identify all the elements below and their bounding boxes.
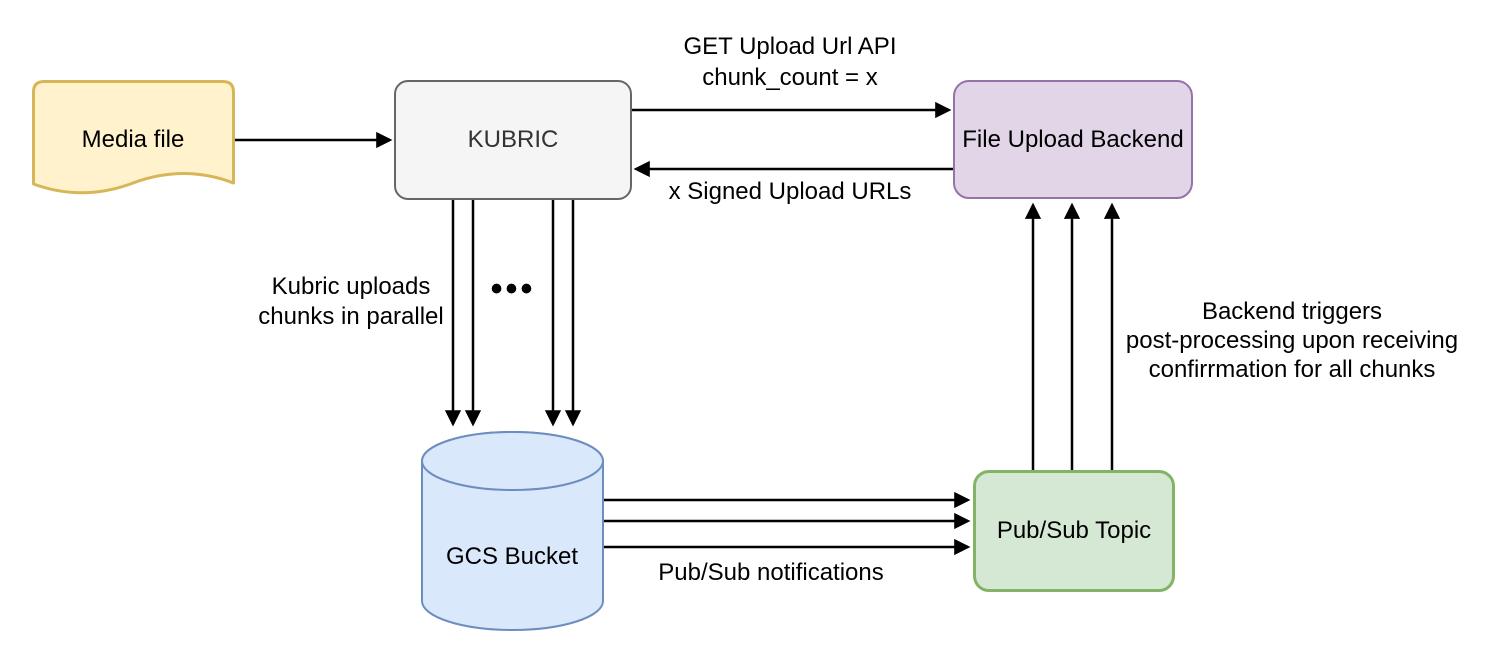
- node-media-file-label: Media file: [81, 126, 185, 153]
- edge-label-line: confirrmation for all chunks: [1148, 356, 1436, 383]
- node-pubsub-topic-label: Pub/Sub Topic: [996, 517, 1152, 544]
- edge-label-line: Pub/Sub notifications: [658, 559, 884, 586]
- edge-label-backend-triggers: Backend triggers post-processing upon re…: [1126, 297, 1458, 384]
- edge-label-line: post-processing upon receiving: [1125, 327, 1459, 354]
- edge-label-signed-upload-urls: x Signed Upload URLs: [669, 177, 912, 207]
- arrows-gcs-to-pubsub: [604, 491, 971, 556]
- edge-label-kubric-uploads: Kubric uploads chunks in parallel: [258, 272, 443, 332]
- edge-label-line: chunks in parallel: [258, 303, 444, 330]
- parallel-chunks-ellipsis: •••: [490, 270, 536, 308]
- gcs-bucket-top-rim: [421, 431, 604, 491]
- node-gcs-bucket-label: GCS Bucket: [445, 543, 579, 570]
- edge-label-pubsub-notifications: Pub/Sub notifications: [658, 558, 883, 588]
- node-kubric: KUBRIC: [394, 80, 632, 200]
- media-file-shape: [32, 80, 235, 195]
- arrows-kubric-to-gcs: [444, 200, 582, 427]
- arrows-pubsub-to-backend: [1024, 202, 1121, 470]
- node-file-upload-backend: File Upload Backend: [953, 80, 1193, 199]
- node-file-upload-backend-label: File Upload Backend: [962, 125, 1184, 153]
- gcs-bucket-shape: [421, 431, 604, 631]
- node-pubsub-topic: Pub/Sub Topic: [973, 470, 1175, 592]
- edge-label-line: x Signed Upload URLs: [668, 178, 912, 205]
- edge-label-line: Kubric uploads: [271, 273, 431, 300]
- node-kubric-label: KUBRIC: [467, 126, 559, 153]
- edge-label-line: chunk_count = x: [702, 64, 878, 91]
- edge-label-line: GET Upload Url API: [683, 33, 897, 60]
- edge-label-line: Backend triggers: [1201, 298, 1383, 325]
- edge-label-get-upload-url: GET Upload Url API chunk_count = x: [684, 31, 897, 93]
